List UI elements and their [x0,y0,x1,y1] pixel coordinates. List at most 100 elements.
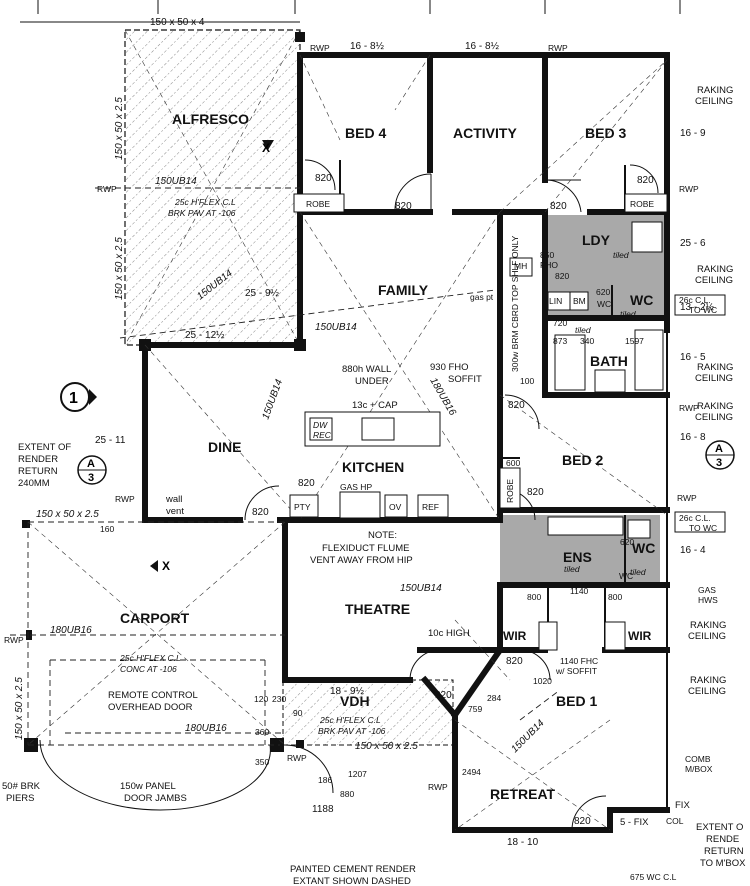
dishwasher-label: DW [313,420,328,430]
raking-note-3: RAKING [697,362,733,373]
gas-hws-label: GAS [698,585,716,595]
wir-door-dim: 820 [506,656,523,667]
wc2-ceiling-note: 26c C.L. [679,513,711,523]
roof-diagonals [144,54,668,831]
section-3-right: 3 [716,457,722,469]
carport-outline [27,521,286,746]
room-alfresco: ALFRESCO [172,111,249,127]
rwp-vdh: RWP [287,753,307,763]
oven-label: OV [389,502,402,512]
vdh-230-dim: 230 [272,694,286,704]
jambs-note-2: DOOR JAMBS [124,793,187,804]
cap-note: 13c + CAP [352,400,398,411]
bath-tiled: tiled [575,325,591,335]
room-bath: BATH [590,353,628,369]
flume-note-line1: FLEXIDUCT FLUME [322,543,409,554]
vdh-paving-note: BRK PAV AT -106 [318,726,386,736]
bed1-284-dim: 284 [487,693,501,703]
room-wir1: WIR [503,629,527,643]
raking-note-2: RAKING [697,264,733,275]
recess-label: REC [313,430,332,440]
fridge-label: REF [422,502,439,512]
ext-right-1: EXTENT O [696,822,743,833]
ceiling-note-1: CEILING [695,96,733,107]
bath-1597-dim: 1597 [625,336,644,346]
wc-cl-label: 675 WC C.L [630,872,677,882]
beam-side-carport: 150 x 50 x 2.5 [36,509,99,520]
vdh-120-dim: 120 [254,694,268,704]
beam-150ub14-dine: 150UB14 [260,378,285,421]
room-kitchen: KITCHEN [342,459,404,475]
gas-point-label: gas pt [470,292,494,302]
wc-height-dim: 13 - 2½ [680,302,715,313]
room-bed3: BED 3 [585,125,626,141]
retreat-width-dim: 18 - 10 [507,837,539,848]
door-1188-dim: 1188 [312,804,334,815]
section-markers [60,140,735,572]
rwp-ens: RWP [677,493,697,503]
room-bed1: BED 1 [556,693,597,709]
rwp-top-right: RWP [548,43,568,53]
ldy-linen-dim: 720 [553,318,567,328]
beam-180ub16-door: 180UB16 [185,723,227,734]
fho-930-label: 930 FHO [430,362,469,373]
col-label: COL [666,816,684,826]
corridor-100-dim: 100 [520,376,534,386]
wc-ceiling-note: 26c C.L. [679,295,711,305]
painted-note-2: EXTANT SHOWN DASHED [293,876,411,886]
section-1-label: 1 [69,390,78,407]
soffit-label: SOFFIT [448,374,482,385]
ldy-820-dim: 820 [555,271,569,281]
bed2-door-dim: 820 [508,400,525,411]
fix-label: FIX [675,800,690,811]
wir2-fho-dim: 800 [608,592,622,602]
rwp-top-left: RWP [310,43,330,53]
piers-note-1: 50# BRK [2,781,41,792]
section-3-left: 3 [88,472,94,484]
ceiling-note-5: CEILING [688,631,726,642]
wall-height-note: 880h WALL [342,364,391,375]
wall-vent-note-1: wall [165,494,182,505]
alfresco-width-dim: 25 - 12½ [185,330,225,341]
bed4-wardrobe-dim: 820 [315,173,332,184]
ldy-tiled: tiled [613,250,629,260]
robe-bed3: ROBE [630,199,654,209]
alfresco-height-dim: 25 - 9½ [245,288,280,299]
comb-box-note-2: M/BOX [685,764,713,774]
linen-label: LIN [549,296,562,306]
laundry-height-dim: 25 - 6 [680,238,706,249]
bed1-fhc-note: 1140 FHC [560,656,598,666]
ceiling-note-4: CEILING [695,412,733,423]
retreat-door-dim: 820 [574,816,591,827]
wc2-ceiling-to-wc: TO WC [689,523,717,533]
ens-fho-dim: 1140 [570,586,589,596]
room-ens: ENS [563,549,592,565]
door-880-dim: 880 [340,789,354,799]
room-ldy: LDY [582,232,611,248]
bed4-width-dim: 16 - 8½ [350,41,385,52]
rwp-bed2: RWP [679,403,699,413]
comb-box-note-1: COMB [685,754,711,764]
x-mark-carport: X [162,559,170,573]
bed3-door-dim: 820 [550,201,567,212]
vdh-width-dim: 18 - 9½ [330,686,365,697]
top-ruler [20,0,681,23]
beam-side-carport-left: 150 x 50 x 2.5 [14,677,25,740]
room-carport: CARPORT [120,610,190,626]
ceiling-note-2: CEILING [695,275,733,286]
kitchen-opening-dim: 820 [298,478,315,489]
room-bed4: BED 4 [345,125,386,141]
walls [142,52,670,833]
dine-160-dim: 160 [100,524,114,534]
ldy-fho-dim: 850 [540,250,554,260]
room-wir2: WIR [628,629,652,643]
room-theatre: THEATRE [345,601,410,617]
room-wc: WC [630,292,653,308]
room-vdh: VDH [340,693,370,709]
fixtures [293,193,726,651]
rwp-dine: RWP [115,494,135,504]
extent-note-1: EXTENT OF [18,442,71,453]
rwp-retreat: RWP [428,782,448,792]
rwp-bed3: RWP [679,184,699,194]
